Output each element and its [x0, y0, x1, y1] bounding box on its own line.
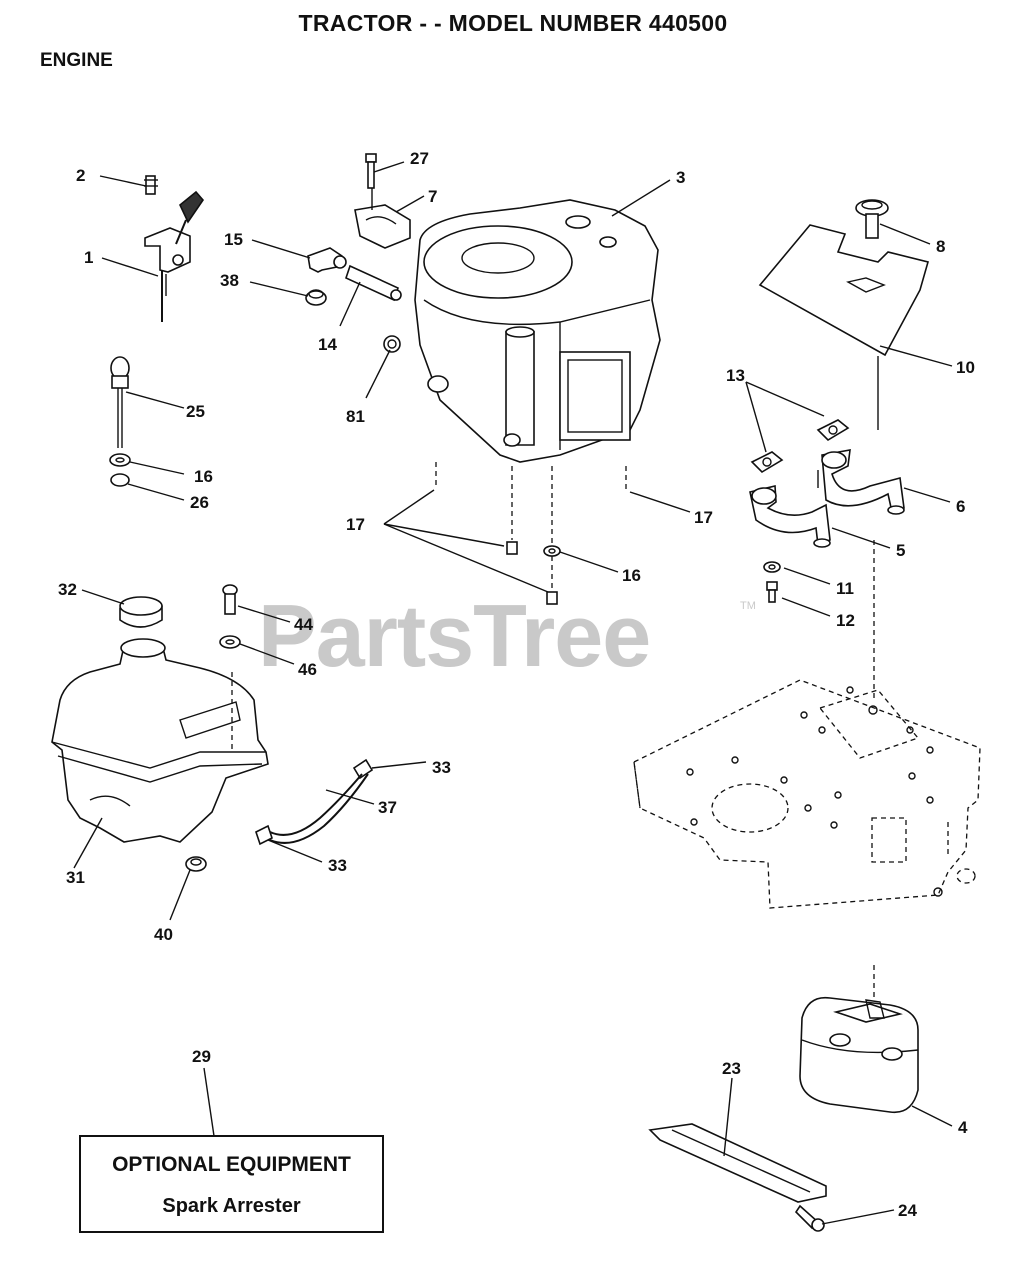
callout-4: 4 — [958, 1118, 968, 1137]
callout-13: 13 — [726, 366, 745, 385]
page-title: TRACTOR - - MODEL NUMBER 440500 — [298, 10, 728, 36]
part-7-clamp[interactable] — [354, 188, 411, 249]
part-13-gasket-a[interactable] — [816, 419, 850, 442]
callout-16-engine: 16 — [622, 566, 641, 585]
callout-32: 32 — [58, 580, 77, 599]
callout-29: 29 — [192, 1047, 211, 1066]
watermark: PartsTree — [258, 586, 651, 685]
part-24-screw[interactable] — [794, 1204, 825, 1232]
part-38-plug[interactable] — [305, 289, 327, 306]
callout-33-top: 33 — [432, 758, 451, 777]
part-40-grommet[interactable] — [185, 856, 207, 872]
watermark-trademark: TM — [740, 600, 756, 612]
callout-10: 10 — [956, 358, 975, 377]
part-10-heat-shield[interactable] — [758, 224, 929, 357]
callout-40: 40 — [154, 925, 173, 944]
callout-17-left: 17 — [346, 515, 365, 534]
part-81-fitting[interactable] — [383, 335, 401, 353]
callout-16-left: 16 — [194, 467, 213, 486]
part-12-screw[interactable] — [766, 581, 778, 603]
part-5-exhaust-pipe[interactable] — [749, 484, 831, 548]
callout-33-bottom: 33 — [328, 856, 347, 875]
part-16-washer-left[interactable] — [109, 453, 131, 467]
part-15-elbow-fitting[interactable] — [307, 247, 347, 273]
part-33-hose-clamp-bottom[interactable] — [255, 824, 273, 846]
callout-5: 5 — [896, 541, 905, 560]
part-17-bolts[interactable] — [506, 541, 558, 605]
part-46-washer[interactable] — [219, 635, 241, 649]
callout-26: 26 — [190, 493, 209, 512]
part-27-screw[interactable] — [365, 153, 377, 189]
callout-38: 38 — [220, 271, 239, 290]
part-37-fuel-line[interactable] — [269, 773, 369, 844]
part-3-engine[interactable] — [414, 199, 661, 463]
part-11-washer[interactable] — [763, 561, 781, 573]
callout-17-right: 17 — [694, 508, 713, 527]
callout-8: 8 — [936, 237, 945, 256]
callout-31: 31 — [66, 868, 85, 887]
chassis-frame — [633, 679, 981, 909]
callout-37: 37 — [378, 798, 397, 817]
part-31-fuel-tank[interactable] — [51, 638, 269, 843]
callout-3: 3 — [676, 168, 685, 187]
part-33-hose-clamp-top[interactable] — [352, 758, 374, 780]
callout-46: 46 — [298, 660, 317, 679]
part-13-gasket-b[interactable] — [750, 451, 784, 474]
callout-14: 14 — [318, 335, 337, 354]
callout-7: 7 — [428, 187, 437, 206]
callout-24: 24 — [898, 1201, 917, 1220]
part-32-fuel-cap[interactable] — [119, 596, 163, 628]
callout-27: 27 — [410, 149, 429, 168]
callout-2: 2 — [76, 166, 85, 185]
spark-arrester-label: Spark Arrester — [162, 1195, 301, 1217]
part-23-plate[interactable] — [648, 1123, 827, 1203]
callout-6: 6 — [956, 497, 965, 516]
callout-12: 12 — [836, 611, 855, 630]
part-4-muffler[interactable] — [799, 996, 919, 1114]
callout-15: 15 — [224, 230, 243, 249]
part-8-knob[interactable] — [855, 199, 889, 239]
callout-81: 81 — [346, 407, 365, 426]
callout-25: 25 — [186, 402, 205, 421]
part-44-screw[interactable] — [222, 584, 238, 615]
callout-1: 1 — [84, 248, 93, 267]
part-16-washer-engine[interactable] — [543, 545, 561, 557]
section-label: ENGINE — [40, 50, 113, 71]
callout-23: 23 — [722, 1059, 741, 1078]
part-14-fuel-pipe[interactable] — [345, 264, 402, 302]
part-2-screw[interactable] — [144, 175, 158, 195]
part-6-exhaust-pipe[interactable] — [821, 449, 905, 515]
part-26-nut[interactable] — [110, 473, 130, 487]
part-1-throttle-control[interactable] — [144, 190, 205, 322]
callout-11: 11 — [836, 579, 854, 598]
optional-equipment-box: OPTIONAL EQUIPMENT Spark Arrester — [79, 1135, 384, 1233]
part-25-bolt[interactable] — [110, 356, 130, 448]
callout-44: 44 — [294, 615, 313, 634]
optional-equipment-heading: OPTIONAL EQUIPMENT — [112, 1153, 351, 1176]
